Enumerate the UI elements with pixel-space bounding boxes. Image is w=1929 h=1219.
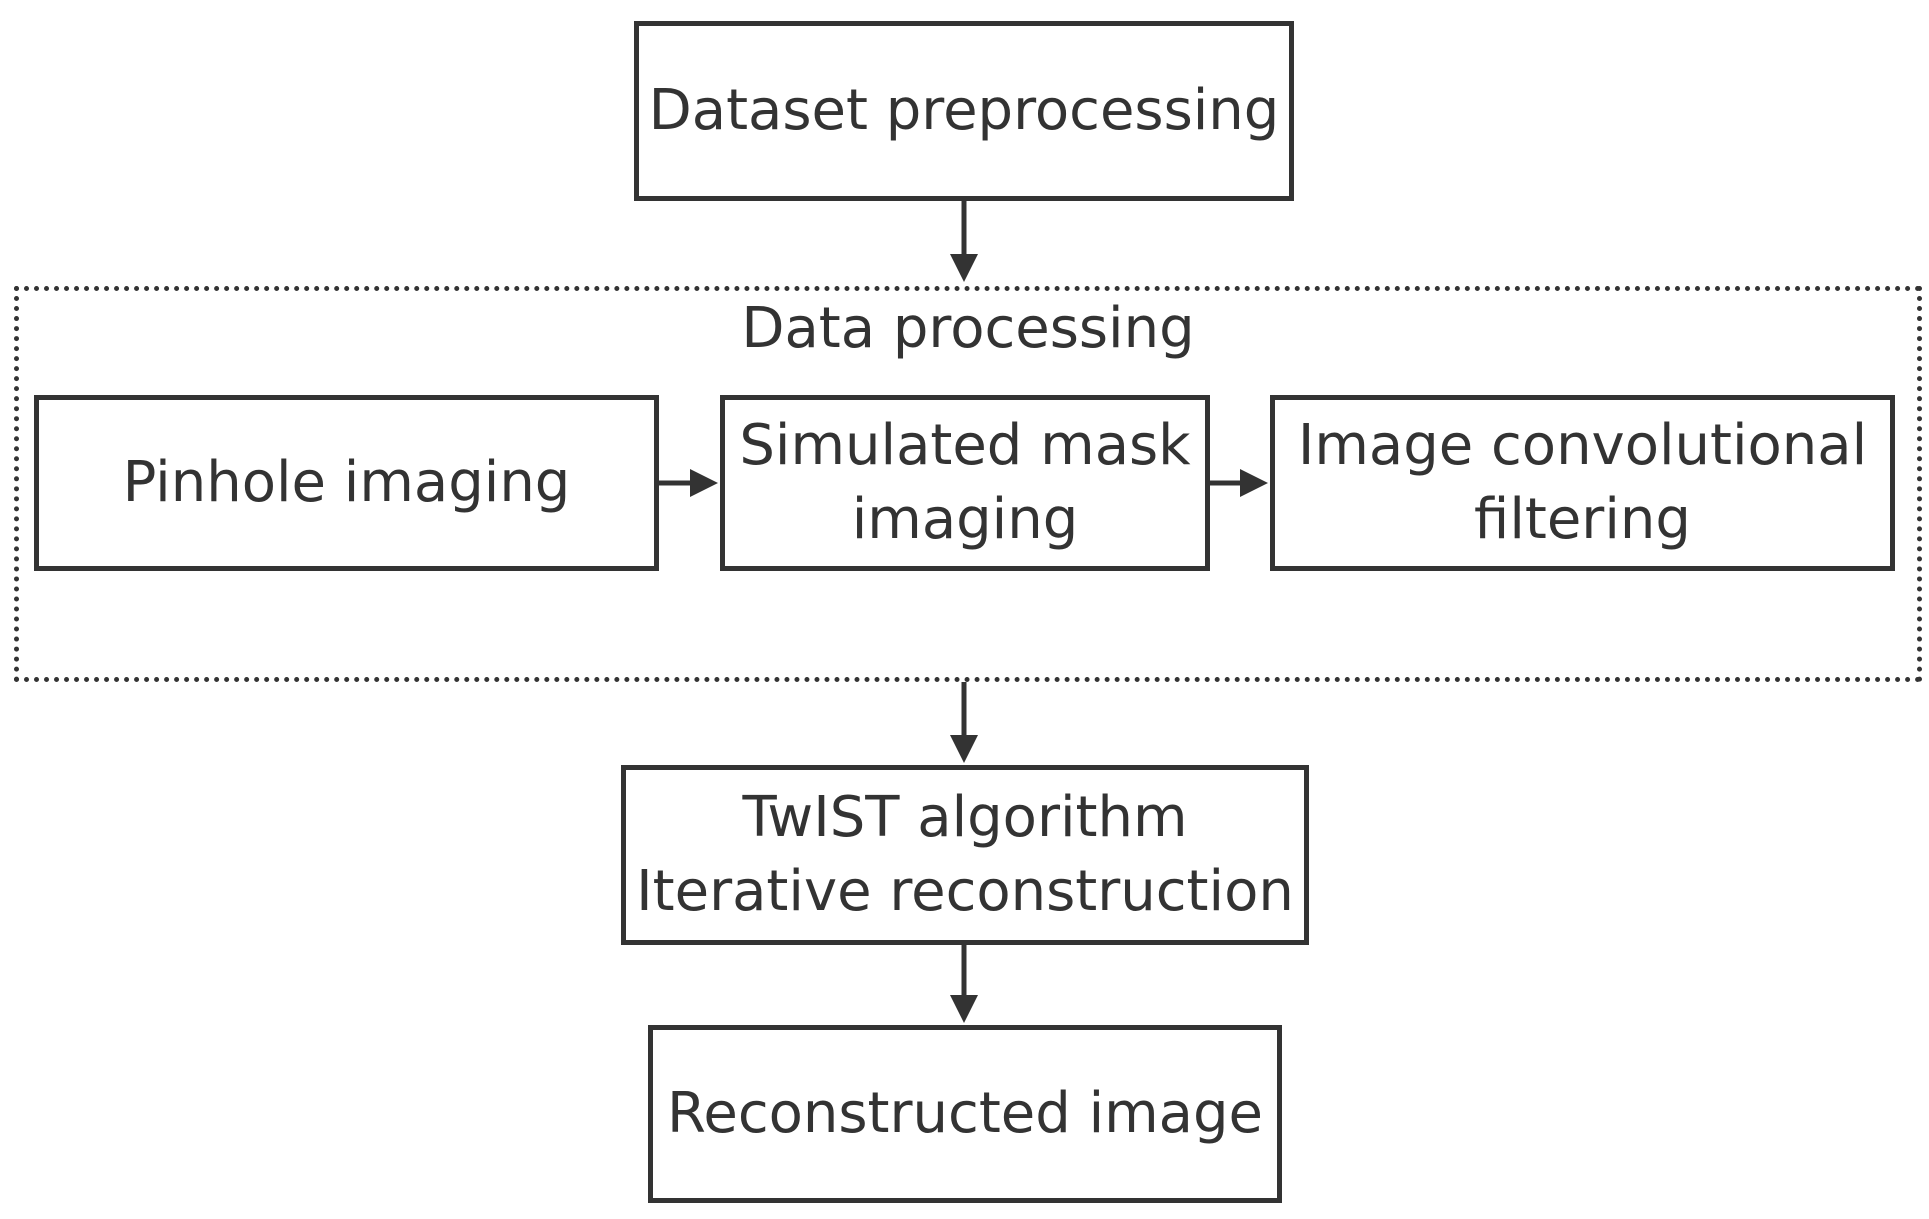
node-simulated-mask-imaging: Simulated mask imaging bbox=[720, 395, 1210, 571]
node-pinhole-imaging-label: Pinhole imaging bbox=[123, 446, 571, 520]
data-processing-title: Data processing bbox=[741, 296, 1195, 361]
node-label-line: Image convolutional bbox=[1297, 413, 1868, 478]
node-label-line: Reconstructed image bbox=[666, 1081, 1263, 1146]
edge-simulated-mask-to-convolution bbox=[1210, 469, 1268, 497]
node-image-convolutional-filtering: Image convolutional filtering bbox=[1270, 395, 1895, 571]
node-label-line: Iterative reconstruction bbox=[636, 859, 1294, 924]
edge-data-processing-to-twist bbox=[950, 682, 978, 763]
node-dataset-preprocessing: Dataset preprocessing bbox=[634, 21, 1294, 201]
node-simulated-mask-imaging-label: Simulated mask imaging bbox=[739, 409, 1190, 557]
node-pinhole-imaging: Pinhole imaging bbox=[34, 395, 659, 571]
node-label-line: imaging bbox=[851, 487, 1079, 552]
node-reconstructed-image-label: Reconstructed image bbox=[667, 1077, 1263, 1151]
node-label-line: Simulated mask bbox=[739, 413, 1191, 478]
node-image-convolutional-filtering-label: Image convolutional filtering bbox=[1298, 409, 1867, 557]
node-label-line: TwIST algorithm bbox=[742, 785, 1188, 850]
node-dataset-preprocessing-label: Dataset preprocessing bbox=[649, 74, 1280, 148]
node-label-line: Pinhole imaging bbox=[122, 450, 571, 515]
edge-twist-to-reconstructed bbox=[950, 945, 978, 1023]
node-label-line: Dataset preprocessing bbox=[648, 78, 1280, 143]
data-processing-group bbox=[14, 286, 1922, 682]
edge-pinhole-to-simulated-mask bbox=[659, 469, 718, 497]
node-label-line: filtering bbox=[1474, 487, 1691, 552]
node-twist-algorithm-label: TwIST algorithm Iterative reconstruction bbox=[636, 781, 1294, 929]
node-reconstructed-image: Reconstructed image bbox=[648, 1025, 1282, 1203]
edge-dataset-to-data-processing bbox=[950, 201, 978, 282]
node-twist-algorithm: TwIST algorithm Iterative reconstruction bbox=[621, 765, 1309, 945]
